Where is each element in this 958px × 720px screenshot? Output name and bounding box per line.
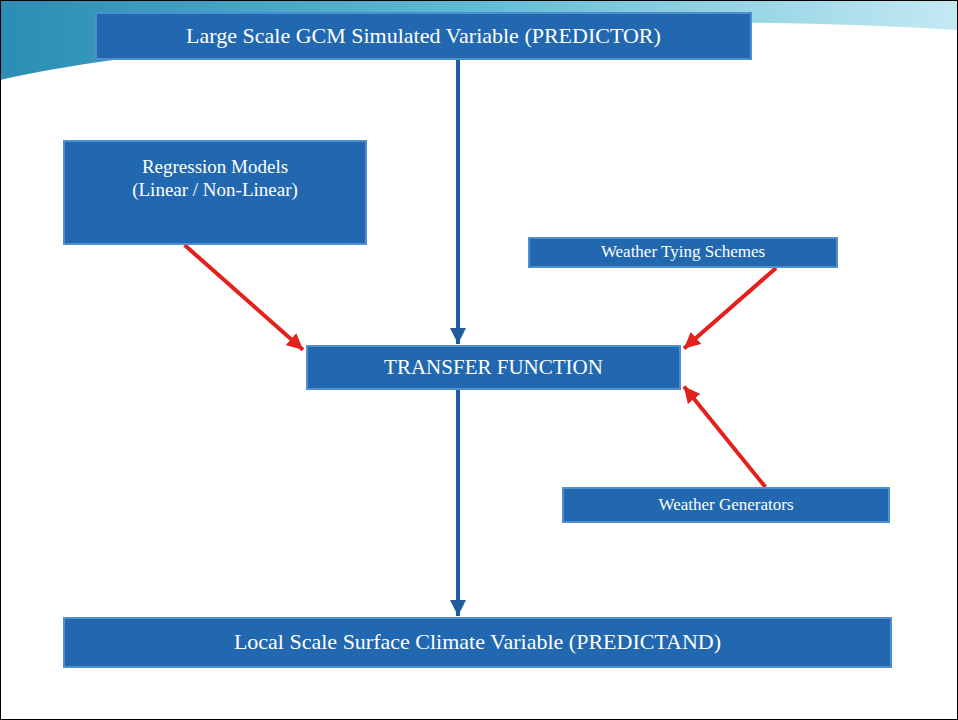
box-label: Regression Models (Linear / Non-Linear) [115, 156, 315, 202]
header-band [0, 0, 958, 80]
predictor-box: Large Scale GCM Simulated Variable (PRED… [95, 12, 752, 60]
flow-arrow [456, 390, 460, 616]
input-arrow [684, 268, 776, 348]
regression-box: Regression Models (Linear / Non-Linear) [63, 140, 367, 245]
input-arrow [684, 387, 765, 487]
weather-generator-box: Weather Generators [562, 487, 890, 523]
box-label: Weather Generators [658, 495, 793, 515]
input-arrow [185, 245, 303, 350]
box-label: Large Scale GCM Simulated Variable (PRED… [186, 23, 661, 49]
box-label: TRANSFER FUNCTION [384, 355, 603, 380]
box-label: Weather Tying Schemes [601, 242, 765, 262]
flow-arrow [456, 60, 460, 344]
transfer-function-box: TRANSFER FUNCTION [306, 345, 681, 390]
box-label: Local Scale Surface Climate Variable (PR… [234, 629, 721, 655]
predictand-box: Local Scale Surface Climate Variable (PR… [63, 617, 892, 668]
weather-typing-box: Weather Tying Schemes [528, 237, 838, 268]
